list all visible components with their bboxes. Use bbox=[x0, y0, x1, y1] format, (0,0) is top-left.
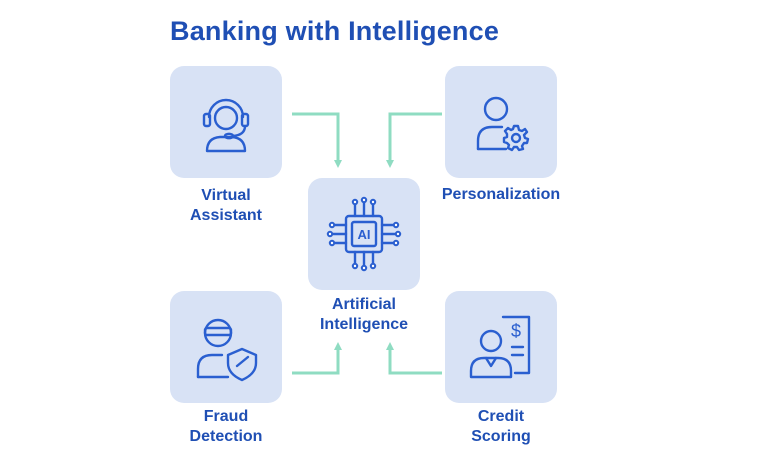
ai-center-label-line1: Artificial bbox=[331, 296, 396, 313]
virtual-assistant-label-line2: Assistant bbox=[189, 207, 263, 224]
dollar-sign-icon: $ bbox=[511, 321, 521, 341]
ai-chip-icon: AI bbox=[326, 196, 402, 272]
ai-center-tile[interactable]: AI bbox=[308, 178, 420, 290]
credit-scoring-label-line2: Scoring bbox=[471, 428, 531, 445]
masked-person-shield-icon bbox=[196, 318, 258, 382]
virtual-assistant-label-line1: Virtual bbox=[201, 187, 251, 204]
personalization-label: Personalization bbox=[420, 185, 582, 205]
ai-center-label: Artificial Intelligence bbox=[300, 295, 428, 335]
arrow-fraud-detection-to-ai bbox=[292, 342, 342, 375]
arrow-personalization-to-ai bbox=[386, 112, 442, 168]
personalization-tile[interactable] bbox=[445, 66, 557, 178]
arrow-virtual-assistant-to-ai bbox=[292, 112, 342, 168]
fraud-detection-label: Fraud Detection bbox=[170, 407, 282, 447]
fraud-detection-label-line2: Detection bbox=[189, 428, 263, 445]
fraud-detection-tile[interactable] bbox=[170, 291, 282, 403]
ai-center-label-line2: Intelligence bbox=[319, 316, 409, 333]
personalization-label-line1: Personalization bbox=[441, 186, 561, 203]
fraud-detection-label-line1: Fraud bbox=[203, 408, 249, 425]
credit-scoring-label-line1: Credit bbox=[477, 408, 525, 425]
user-gear-icon bbox=[476, 96, 530, 152]
credit-scoring-tile[interactable]: $ bbox=[445, 291, 557, 403]
virtual-assistant-tile[interactable] bbox=[170, 66, 282, 178]
page-title: Banking with Intelligence bbox=[170, 16, 500, 46]
headset-agent-icon bbox=[202, 98, 250, 153]
arrow-credit-scoring-to-ai bbox=[386, 342, 442, 375]
person-dollar-document-icon: $ bbox=[469, 315, 531, 379]
ai-chip-text: AI bbox=[358, 227, 371, 242]
virtual-assistant-label: Virtual Assistant bbox=[170, 186, 282, 226]
credit-scoring-label: Credit Scoring bbox=[445, 407, 557, 447]
